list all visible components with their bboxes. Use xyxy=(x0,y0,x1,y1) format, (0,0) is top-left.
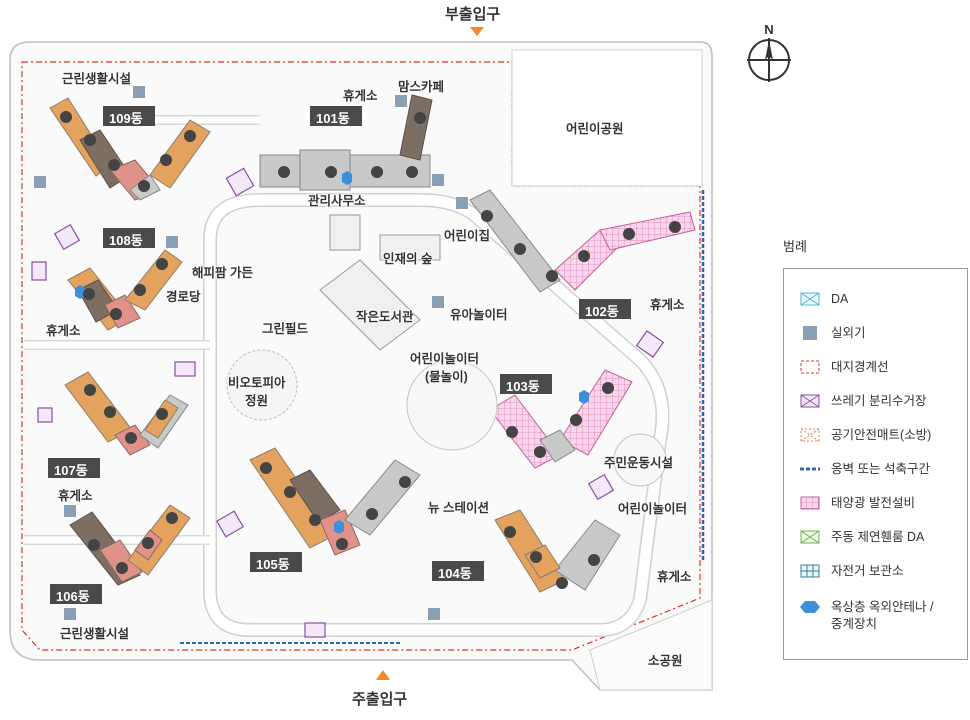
retaining-wall-icon xyxy=(800,467,820,471)
place-label-management: 관리사무소 xyxy=(308,194,366,208)
place-label-happy-garden: 해피팜 가든 xyxy=(192,266,253,280)
legend-label: 자전거 보관소 xyxy=(831,564,904,578)
building-label-106[interactable]: 106동 xyxy=(56,589,90,604)
place-label-rest-107: 휴게소 xyxy=(58,489,93,503)
legend-item-boundary: 대지경계선 xyxy=(800,359,889,376)
building-label-101[interactable]: 101동 xyxy=(316,111,350,126)
rooftop-antenna-icon xyxy=(800,601,820,613)
building-label-104[interactable]: 104동 xyxy=(438,566,472,581)
building-101 xyxy=(259,94,433,191)
place-label-green-field: 그린필드 xyxy=(262,322,309,336)
place-label-senior-hall: 경로당 xyxy=(166,290,201,304)
legend-label: 주동 제연휀룸 DA xyxy=(831,530,925,544)
place-label-kids-play-water: 어린이놀이터 xyxy=(410,352,480,366)
central-facilities xyxy=(319,214,441,351)
boundary-line xyxy=(21,61,701,651)
legend-label-cont: 중계장치 xyxy=(831,617,878,631)
place-label-kids-play: 어린이놀이터 xyxy=(618,502,688,516)
air-safety-mat-icon xyxy=(800,428,820,442)
legend: DA 실외기 대지경계선 쓰레기 분리수거장 공기안전매트(소방) 옹벽 또는 … xyxy=(783,268,968,660)
legend-item-retaining-wall: 옹벽 또는 석축구간 xyxy=(800,461,930,478)
ring-road-inner xyxy=(204,194,668,636)
legend-item-bicycle: 자전거 보관소 xyxy=(800,563,903,580)
place-label-daycare: 어린이집 xyxy=(444,229,491,243)
building-tags xyxy=(48,106,631,604)
place-label-insect-forest: 인재의 숲 xyxy=(383,252,433,266)
north-gate-label: 부출입구 xyxy=(445,6,501,23)
site-outline xyxy=(9,41,713,691)
bicycle-storage-icon xyxy=(800,564,820,578)
building-label-107[interactable]: 107동 xyxy=(54,463,88,478)
place-label-rest-108: 휴게소 xyxy=(46,324,81,338)
legend-item-recycling: 쓰레기 분리수거장 xyxy=(800,393,926,410)
place-label-resident-sports: 주민운동시설 xyxy=(604,456,674,470)
north-gate-arrow xyxy=(470,27,484,36)
legend-label: DA xyxy=(831,292,849,306)
building-label-102[interactable]: 102동 xyxy=(585,304,619,319)
recycling-areas xyxy=(31,167,665,638)
legend-label: 공기안전매트(소방) xyxy=(831,428,932,442)
place-label-moms-cafe: 맘스카페 xyxy=(398,80,445,94)
place-label-toddler-play: 유아놀이터 xyxy=(450,308,508,322)
rooftop-antennas xyxy=(75,171,589,534)
place-label-new-station: 뉴 스테이션 xyxy=(428,501,489,515)
play-area-circle xyxy=(406,359,498,451)
legend-item-da: DA xyxy=(800,291,848,308)
legend-label: 옥상층 옥외안테나 / xyxy=(831,600,934,614)
legend-item-smoke-fan: 주동 제연휀룸 DA xyxy=(800,529,924,546)
place-label-biotope: 비오토피아 xyxy=(228,376,286,390)
outdoor-unit-icon xyxy=(803,326,817,340)
legend-label: 실외기 xyxy=(831,326,866,340)
place-label-rest-102: 휴게소 xyxy=(650,298,685,312)
south-gate-label: 주출입구 xyxy=(352,691,408,708)
compass-n-letter: N xyxy=(764,22,773,37)
place-label-biotope2: 정원 xyxy=(245,394,269,408)
place-label-kids-park: 어린이공원 xyxy=(566,122,624,136)
legend-item-outdoor-unit: 실외기 xyxy=(800,325,866,342)
unit-numbers xyxy=(60,111,681,589)
solar-panel-icon xyxy=(800,496,820,510)
biotope-garden xyxy=(226,349,298,421)
building-label-108[interactable]: 108동 xyxy=(109,233,143,248)
compass: N xyxy=(745,20,793,89)
legend-item-air-mat: 공기안전매트(소방) xyxy=(800,427,931,444)
boundary-line-icon xyxy=(800,360,820,374)
place-label-small-park: 소공원 xyxy=(648,654,683,668)
legend-label: 대지경계선 xyxy=(831,360,889,374)
resident-sports-circle xyxy=(613,433,667,487)
building-label-109[interactable]: 109동 xyxy=(109,111,143,126)
smoke-fan-room-icon xyxy=(800,530,820,544)
south-gate-arrow xyxy=(376,670,390,680)
da-icon xyxy=(800,292,820,306)
place-label-kids-play-water2: (물놀이) xyxy=(425,370,468,384)
place-label-retail-top: 근린생활시설 xyxy=(62,72,132,86)
building-label-103[interactable]: 103동 xyxy=(506,379,540,394)
recycling-area-icon xyxy=(800,394,820,408)
building-label-105[interactable]: 105동 xyxy=(256,557,290,572)
legend-label: 옹벽 또는 석축구간 xyxy=(831,462,930,476)
legend-item-antenna: 옥상층 옥외안테나 / 중계장치 xyxy=(800,599,933,633)
legend-item-solar: 태양광 발전설비 xyxy=(800,495,915,512)
outdoor-units xyxy=(34,86,468,620)
place-label-rest-104: 휴게소 xyxy=(657,570,692,584)
place-label-retail-bottom: 근린생활시설 xyxy=(60,627,130,641)
kids-park-area xyxy=(511,49,703,187)
legend-label: 태양광 발전설비 xyxy=(831,496,915,510)
place-label-rest-top: 휴게소 xyxy=(343,89,378,103)
small-park-area xyxy=(589,599,713,691)
legend-label: 쓰레기 분리수거장 xyxy=(831,394,927,408)
legend-title: 범례 xyxy=(783,239,807,254)
place-label-small-library: 작은도서관 xyxy=(356,310,414,324)
